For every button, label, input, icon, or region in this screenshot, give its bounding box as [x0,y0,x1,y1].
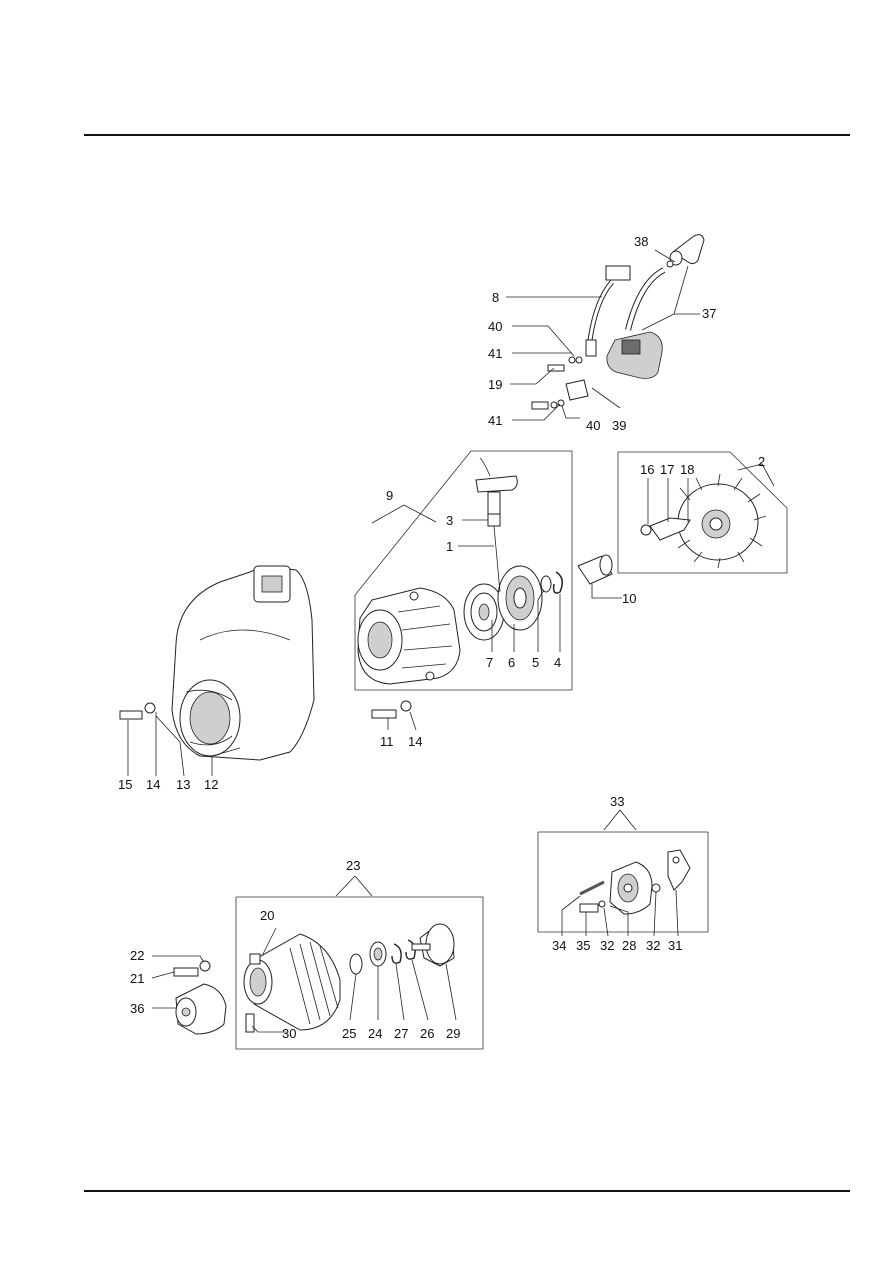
starter-pulley [463,583,505,641]
circlip [552,571,563,594]
flywheel-frame [617,451,788,574]
callout-3: 3 [446,513,453,528]
drive-pin [577,554,622,599]
callout-2: 2 [758,454,765,469]
starter-housing [357,587,461,685]
housing-screw [119,710,143,720]
callout-41-b: 41 [488,413,502,428]
callout-41-a: 41 [488,346,502,361]
callout-31: 31 [668,938,682,953]
clutch-frame [537,809,709,933]
ignition-coil-group [531,234,705,410]
starter-handle [475,457,518,593]
callout-14-b: 14 [408,734,422,749]
circlip-27 [391,943,402,964]
callout-23: 23 [346,858,360,873]
callout-16: 16 [640,462,654,477]
callout-27: 27 [394,1026,408,1041]
callout-40-b: 40 [586,418,600,433]
clutch-housing-frame [235,875,484,1050]
callout-13: 13 [176,777,190,792]
callout-1: 1 [446,539,453,554]
callout-14-a: 14 [146,777,160,792]
circlip-26 [405,939,416,960]
bottom-rule [84,1190,850,1192]
callout-25: 25 [342,1026,356,1041]
callout-7: 7 [486,655,493,670]
callout-11: 11 [380,734,394,749]
top-rule [84,134,850,136]
clutch-shoes [579,849,691,915]
clutch-housing [243,933,341,1033]
callout-37: 37 [702,306,716,321]
washer [540,575,552,593]
callout-21: 21 [130,971,144,986]
callout-19: 19 [488,377,502,392]
fan-housing [171,565,315,761]
clutch-drum [411,923,455,967]
housing-washer [144,702,156,714]
callout-32-a: 32 [600,938,614,953]
callout-28: 28 [622,938,636,953]
clutch-nut [199,960,211,972]
callout-8: 8 [492,290,499,305]
flywheel [640,473,767,569]
callout-10: 10 [622,591,636,606]
callout-6: 6 [508,655,515,670]
clutch-cover [175,983,227,1035]
starter-screw [371,709,397,719]
callout-9: 9 [386,488,393,503]
starter-spring [497,565,543,631]
callout-26: 26 [420,1026,434,1041]
callout-4: 4 [554,655,561,670]
callout-24: 24 [368,1026,382,1041]
callout-5: 5 [532,655,539,670]
callout-17: 17 [660,462,674,477]
callout-39: 39 [612,418,626,433]
callout-36: 36 [130,1001,144,1016]
callout-33: 33 [610,794,624,809]
callout-34: 34 [552,938,566,953]
clutch-screw [173,967,199,977]
callout-18: 18 [680,462,694,477]
recoil-starter-frame [354,450,573,691]
callout-38: 38 [634,234,648,249]
callout-15: 15 [118,777,132,792]
callout-22: 22 [130,948,144,963]
callout-40-a: 40 [488,319,502,334]
starter-washer [400,700,412,712]
callout-30: 30 [282,1026,296,1041]
seal [349,953,363,975]
callout-29: 29 [446,1026,460,1041]
callout-12: 12 [204,777,218,792]
callout-20: 20 [260,908,274,923]
callout-35: 35 [576,938,590,953]
callout-32-b: 32 [646,938,660,953]
